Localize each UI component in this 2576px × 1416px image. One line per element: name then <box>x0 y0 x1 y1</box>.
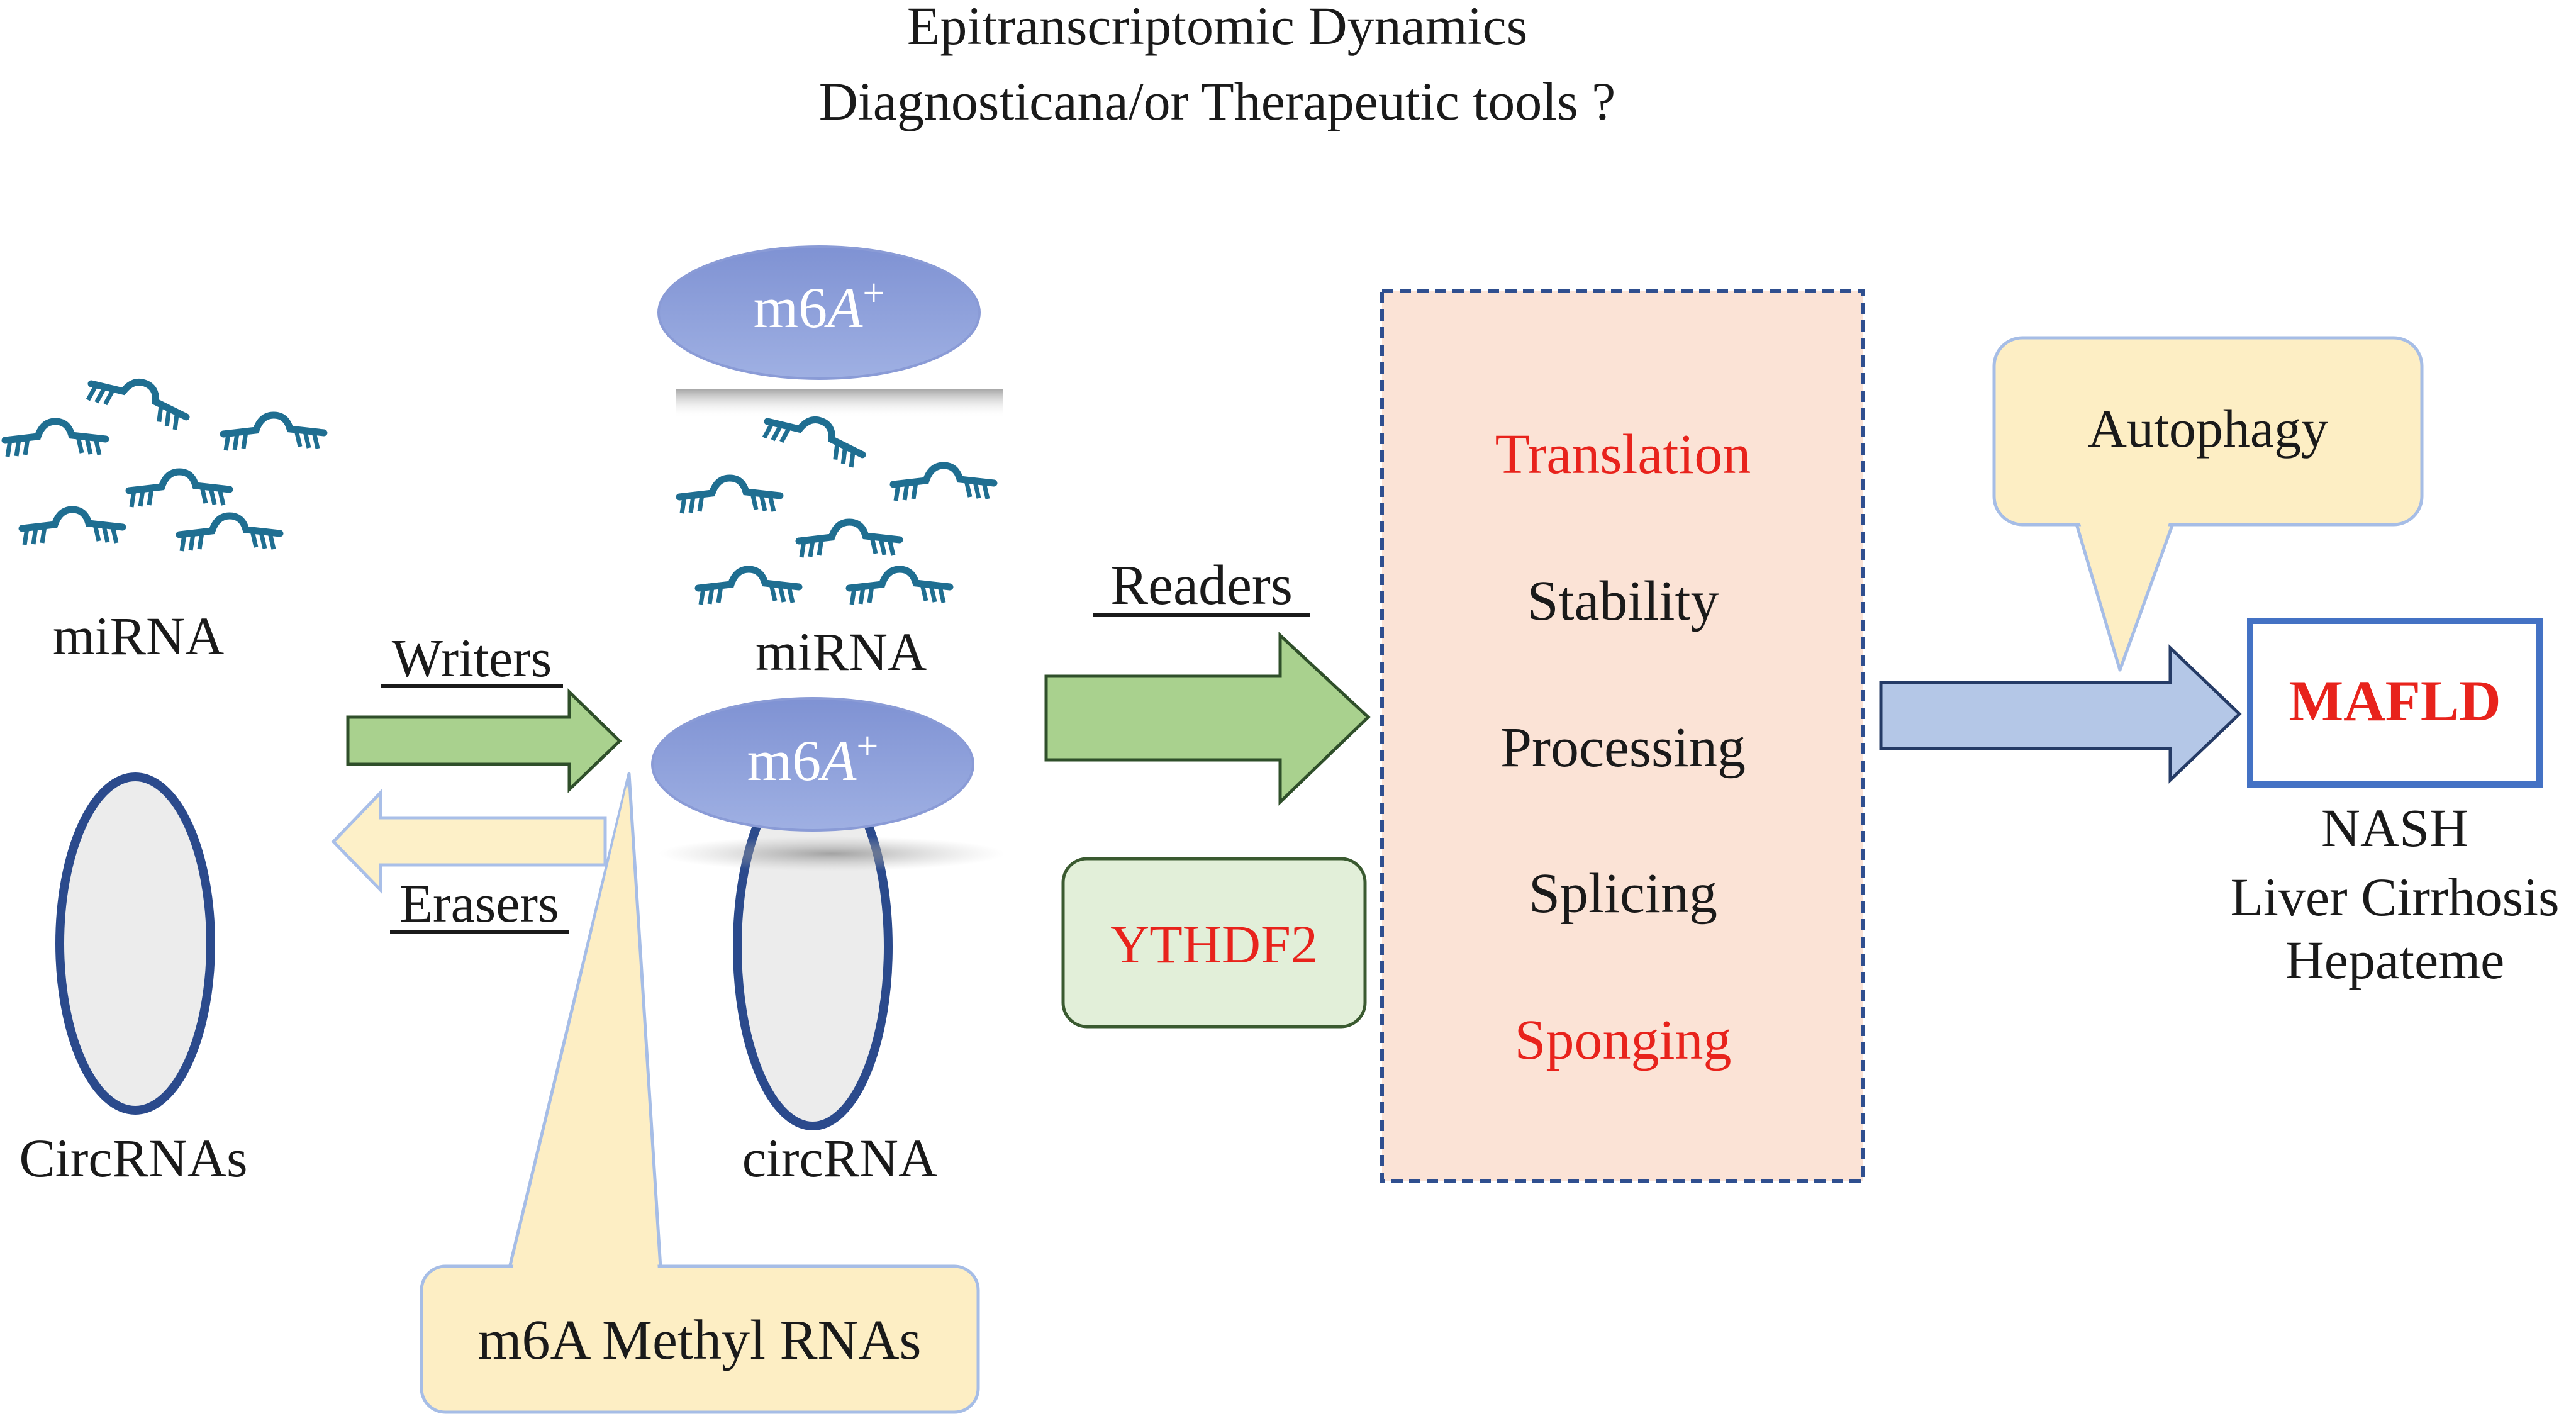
process-box <box>1380 289 1865 1183</box>
middle-m6a-shadow <box>659 836 1005 871</box>
autophagy-box <box>1992 336 2424 527</box>
left-circrna-label: CircRNAs <box>19 1128 247 1188</box>
middle-m6a-prefix: m6 <box>747 728 822 793</box>
process-item-stability: Stability <box>1527 570 1719 632</box>
process-item-processing: Processing <box>1500 716 1746 779</box>
writers-label: Writers <box>392 628 552 688</box>
process-items: TranslationStabilityProcessingSplicingSp… <box>1495 423 1751 1071</box>
autophagy-pointer-cover <box>2079 520 2170 654</box>
rna-hairpin-icon <box>893 465 994 501</box>
disease-item: Liver Cirrhosis <box>2230 867 2559 927</box>
left-mirna-cluster <box>5 366 324 551</box>
top-m6a-oval <box>657 245 981 380</box>
left-mirna-label: miRNA <box>53 606 224 666</box>
rna-hairpin-icon <box>5 421 106 457</box>
disease-item: NASH <box>2321 798 2468 858</box>
top-m6a-italic: A <box>823 276 863 340</box>
process-item-translation: Translation <box>1495 423 1751 486</box>
mafld-box <box>2247 618 2543 788</box>
rna-hairpin-icon <box>849 569 950 605</box>
middle-m6a-sup: + <box>856 725 878 767</box>
erasers-arrow <box>331 788 607 895</box>
title-line-2: Diagnosticana/or Therapeutic tools ? <box>819 71 1615 131</box>
process-item-sponging: Sponging <box>1514 1009 1731 1071</box>
writers-arrow <box>346 688 622 793</box>
middle-m6a-label: m6A+ <box>747 725 879 793</box>
disease-item: Hepateme <box>2285 930 2505 990</box>
top-m6a-label: m6A+ <box>754 272 885 340</box>
callout-pointer-cover <box>512 786 658 1271</box>
middle-m6a-oval <box>651 697 974 832</box>
top-m6a-sup: + <box>862 272 884 315</box>
rna-hairpin-icon <box>86 366 192 433</box>
ythdf2-label: YTHDF2 <box>1110 914 1318 974</box>
middle-mirna-cluster <box>679 404 994 605</box>
rna-hairpin-icon <box>698 569 799 605</box>
callout-box <box>420 1264 980 1414</box>
rna-hairpin-icon <box>799 522 900 557</box>
middle-mirna-label: miRNA <box>756 622 927 682</box>
top-m6a-shadow <box>676 389 1003 418</box>
outcome-arrow <box>1879 644 2242 784</box>
process-item-splicing: Splicing <box>1529 862 1717 925</box>
ythdf2-box <box>1061 857 1367 1029</box>
readers-arrow <box>1044 632 1371 806</box>
rna-hairpin-icon <box>129 472 230 507</box>
middle-m6a-italic: A <box>817 728 857 793</box>
rna-hairpin-icon <box>179 516 280 551</box>
autophagy-label: Autophagy <box>2088 398 2328 459</box>
top-m6a-prefix: m6 <box>754 276 828 340</box>
callout-label: m6A Methyl RNAs <box>477 1309 921 1371</box>
left-circrna-shape <box>55 772 215 1115</box>
middle-circrna-label: circRNA <box>742 1128 937 1188</box>
rna-hairpin-icon <box>223 415 324 450</box>
rna-hairpin-icon <box>22 510 123 545</box>
rna-hairpin-icon <box>679 478 780 513</box>
mafld-label: MAFLD <box>2289 669 2501 733</box>
readers-label: Readers <box>1110 554 1293 616</box>
title-line-1: Epitranscriptomic Dynamics <box>907 0 1527 56</box>
erasers-label: Erasers <box>399 873 559 934</box>
